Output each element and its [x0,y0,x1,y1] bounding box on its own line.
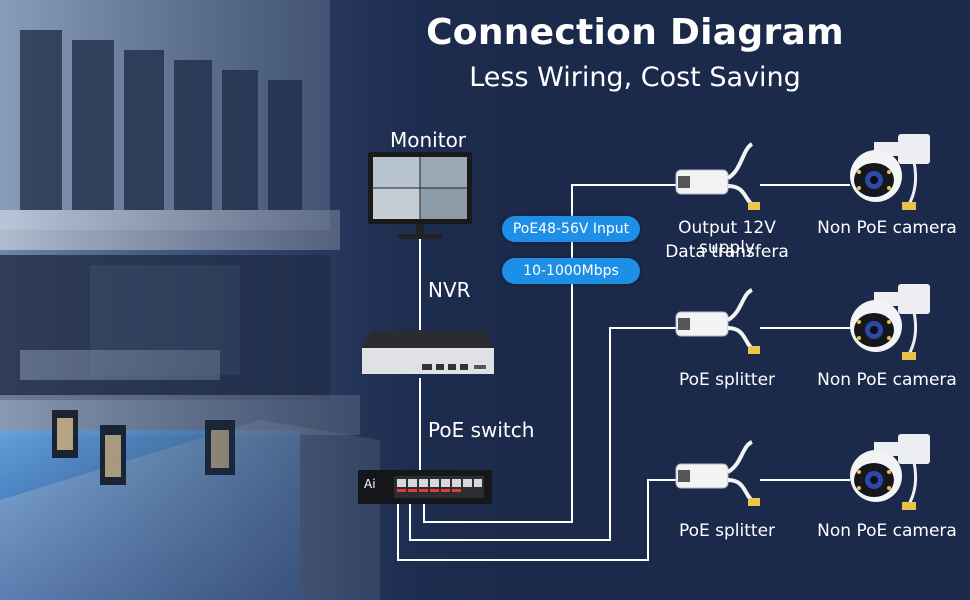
input-voltage-badge: PoE48-56V Input [502,216,640,242]
switch-brand-logo: Ai [364,477,376,491]
splitter-label-3: PoE splitter [678,521,776,541]
splitter-label-1-line-1: Output 12V supply [678,218,776,258]
poe-switch-icon [358,470,492,504]
camera-label-1: Non PoE camera [817,218,957,238]
speed-badge: 10-1000Mbps [502,258,640,284]
camera-label-3: Non PoE camera [817,521,957,541]
camera-label-2: Non PoE camera [817,370,957,390]
poe-splitter-icon-2 [675,288,760,354]
wire-switch-splitter-1 [423,184,676,523]
diagram-title: Connection Diagram [426,12,844,53]
wire-switch-splitter-3 [397,479,676,561]
splitter-label-2: PoE splitter [678,370,776,390]
camera-icon-3 [850,434,930,510]
poe-splitter-icon-1 [675,142,760,210]
monitor-icon [368,152,472,239]
nvr-label: NVR [428,278,471,302]
nvr-icon [362,330,494,374]
splitter-label-1-line-2: Data transfera [665,242,789,262]
wire-switch-splitter-2 [409,327,676,541]
monitor-label: Monitor [390,128,467,152]
camera-icon-2 [850,284,930,360]
poe-switch-label: PoE switch [428,418,535,442]
poe-splitter-icon-3 [675,440,760,506]
diagram-subtitle: Less Wiring, Cost Saving [469,62,801,93]
camera-icon-1 [850,134,930,210]
